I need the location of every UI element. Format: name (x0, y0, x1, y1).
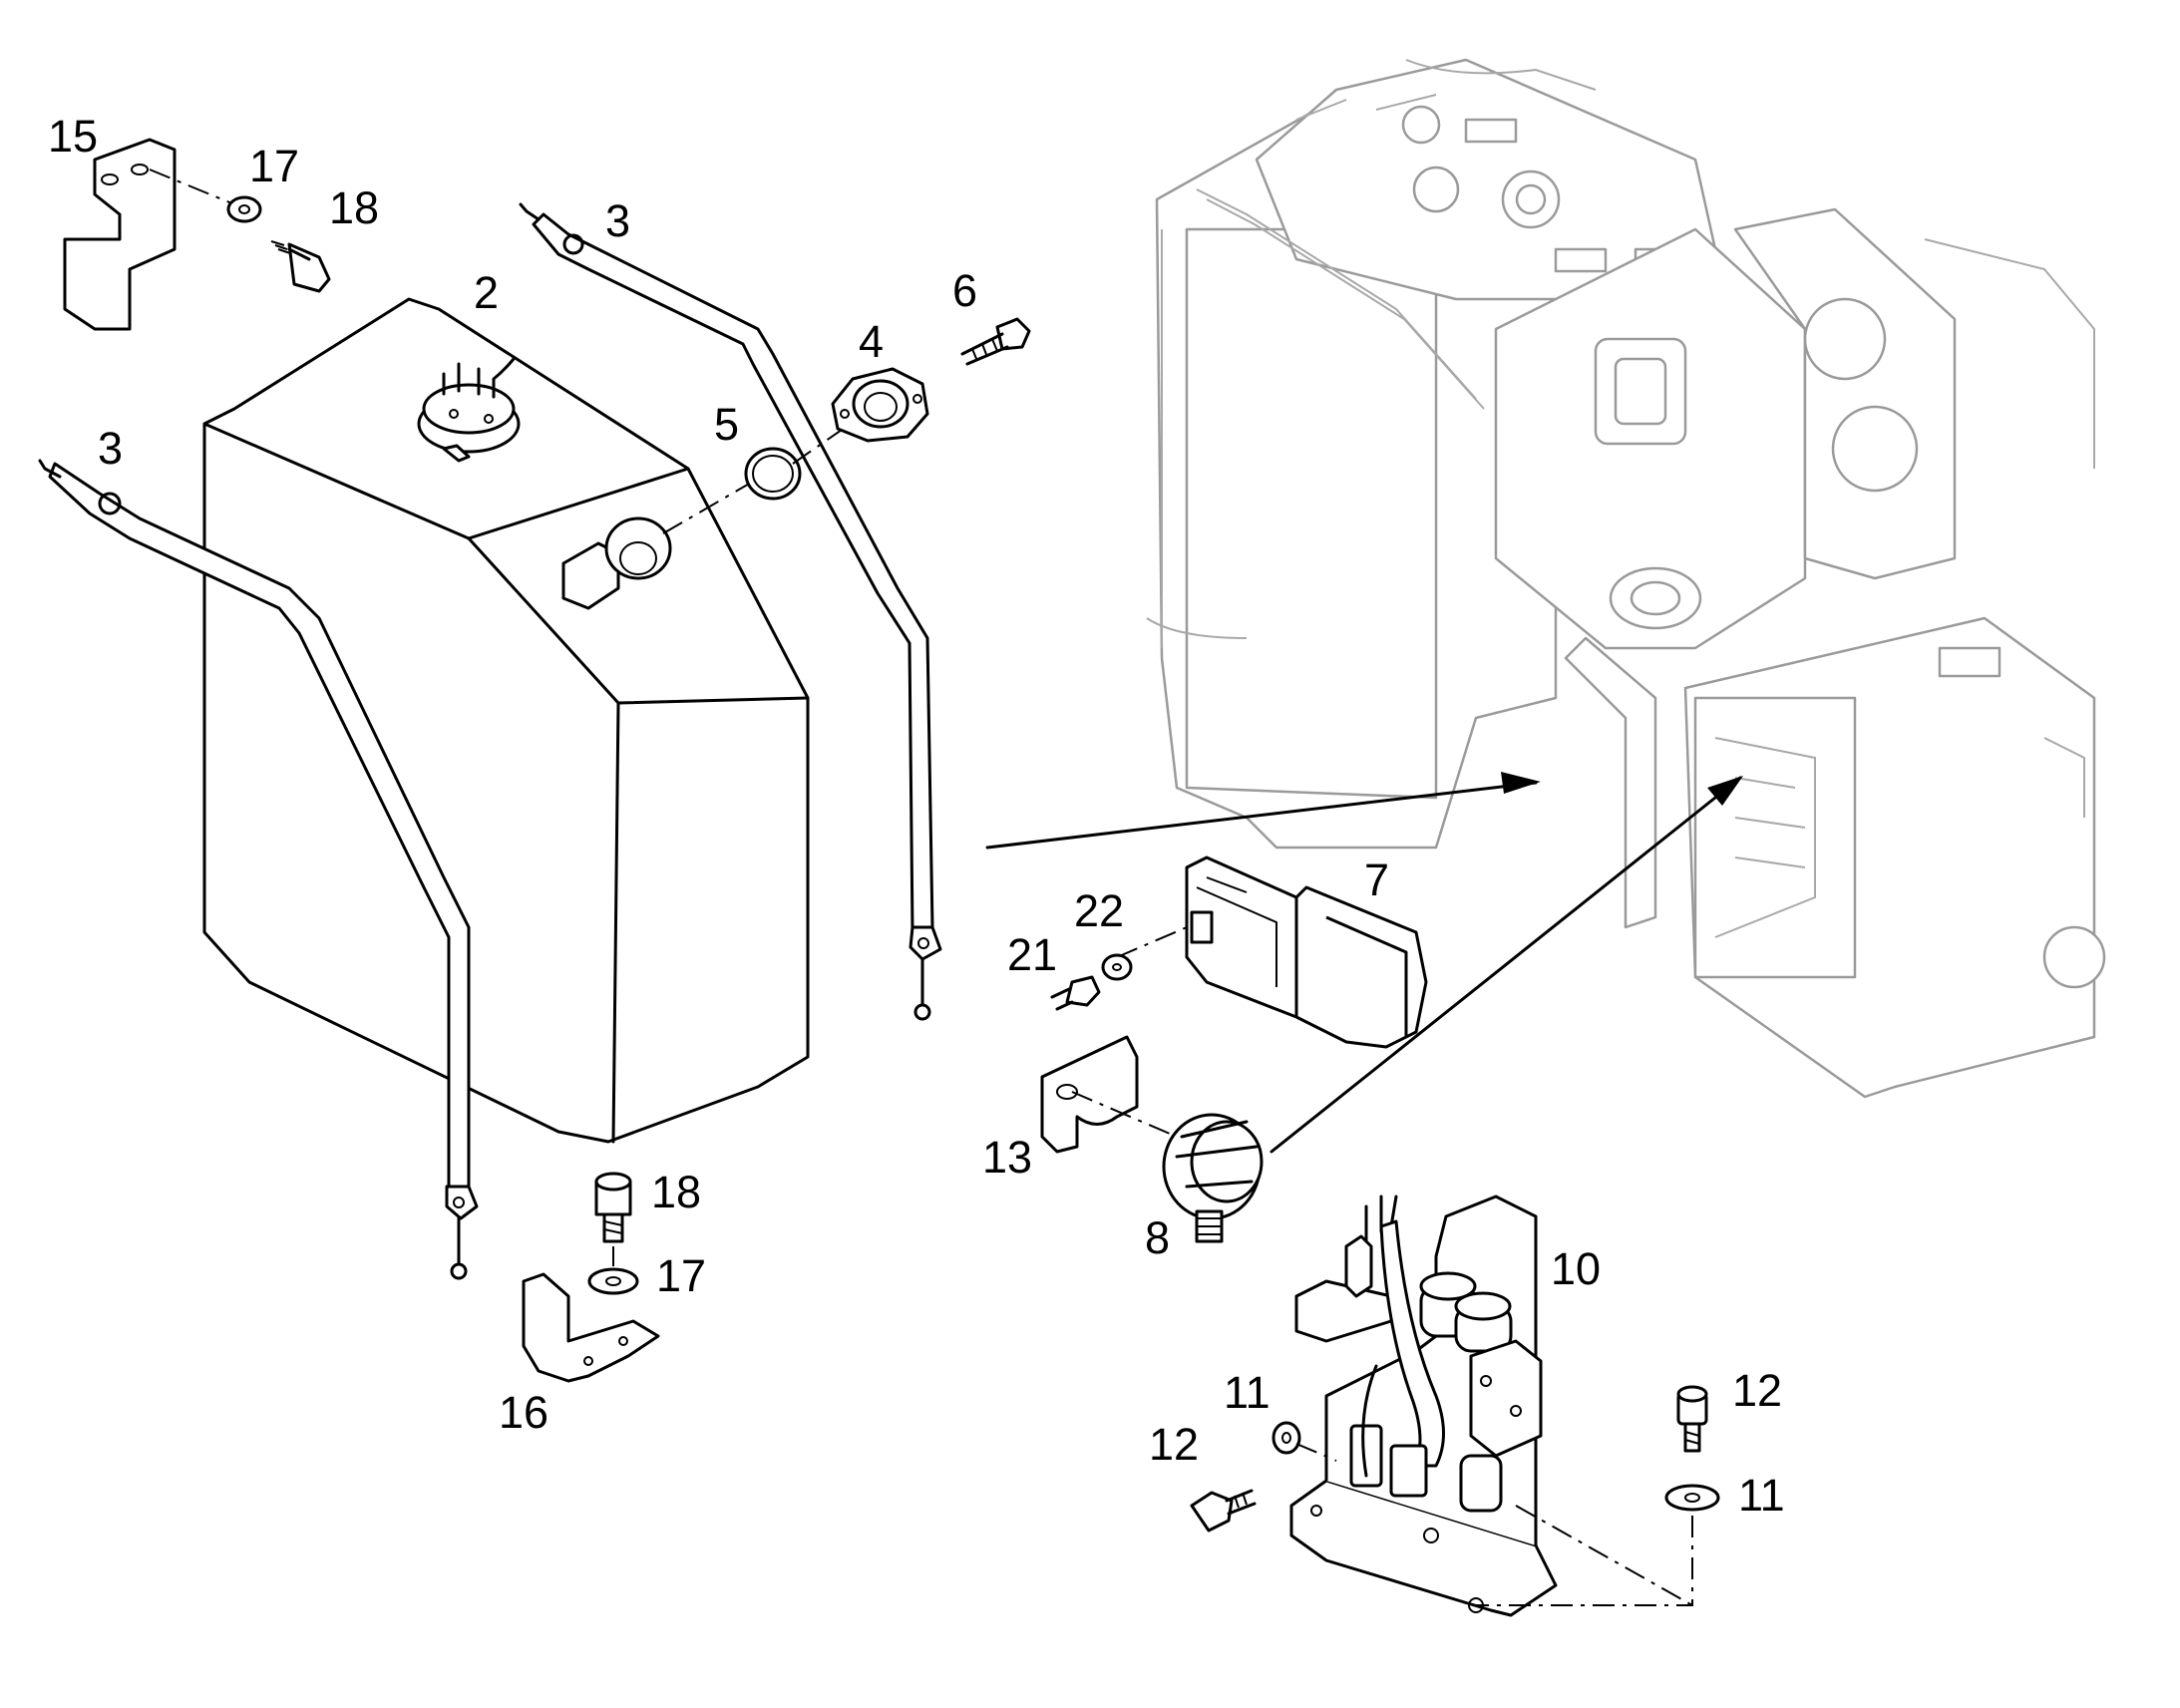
bolt-6 (960, 317, 1031, 366)
bolt-12-right (1676, 1385, 1708, 1453)
callout-labels: 15 17 18 2 3 3 5 4 6 7 22 21 13 8 10 11 … (48, 111, 1785, 1521)
o-ring-5 (744, 418, 859, 501)
callout-4: 4 (859, 316, 884, 367)
callout-18-bottom: 18 (651, 1167, 701, 1217)
callout-2: 2 (474, 267, 499, 318)
callout-15: 15 (48, 111, 98, 162)
bolt-21 (1050, 975, 1101, 1011)
centerline-valve-mount (1476, 1505, 1693, 1606)
flange-4 (831, 367, 929, 443)
callout-17-top: 17 (249, 141, 299, 191)
leader-arrows (985, 772, 1743, 1154)
machine-housing-background (1146, 58, 2106, 1099)
bolt-18-bottom (594, 1172, 632, 1266)
callout-7: 7 (1364, 854, 1389, 905)
callout-12-right: 12 (1732, 1365, 1782, 1416)
bracket-13 (1040, 1035, 1178, 1154)
fuel-tank-2 (202, 297, 810, 1144)
callout-5: 5 (714, 399, 739, 450)
callout-18-top: 18 (329, 182, 379, 233)
strap-3-left (38, 459, 479, 1280)
callout-11-right: 11 (1738, 1470, 1785, 1521)
callout-8: 8 (1145, 1212, 1170, 1263)
callout-6: 6 (952, 265, 977, 316)
strap-3-right (519, 202, 942, 1021)
callout-16: 16 (499, 1387, 548, 1438)
bolt-12-left (1190, 1489, 1257, 1533)
bracket-16 (522, 1272, 660, 1383)
callout-12-left: 12 (1149, 1419, 1199, 1470)
bolt-18-top (270, 240, 331, 293)
washer-11-right (1664, 1484, 1720, 1512)
callout-3-right: 3 (605, 195, 630, 246)
washer-11-left (1272, 1421, 1337, 1462)
callout-3-left: 3 (98, 423, 123, 474)
callout-21: 21 (1007, 929, 1057, 980)
callout-13: 13 (982, 1132, 1032, 1183)
callout-17-bottom: 17 (656, 1250, 706, 1301)
actuator-7 (1116, 855, 1428, 1049)
washer-17-bottom (587, 1267, 639, 1295)
bracket-15 (63, 138, 235, 331)
callout-11-left: 11 (1224, 1367, 1271, 1418)
valve-block-10 (1289, 1195, 1558, 1617)
washer-17-top (226, 195, 262, 223)
callout-22: 22 (1074, 885, 1124, 936)
washer-22 (1101, 953, 1133, 981)
callout-10: 10 (1551, 1243, 1601, 1294)
sensor-8 (1162, 1113, 1264, 1243)
